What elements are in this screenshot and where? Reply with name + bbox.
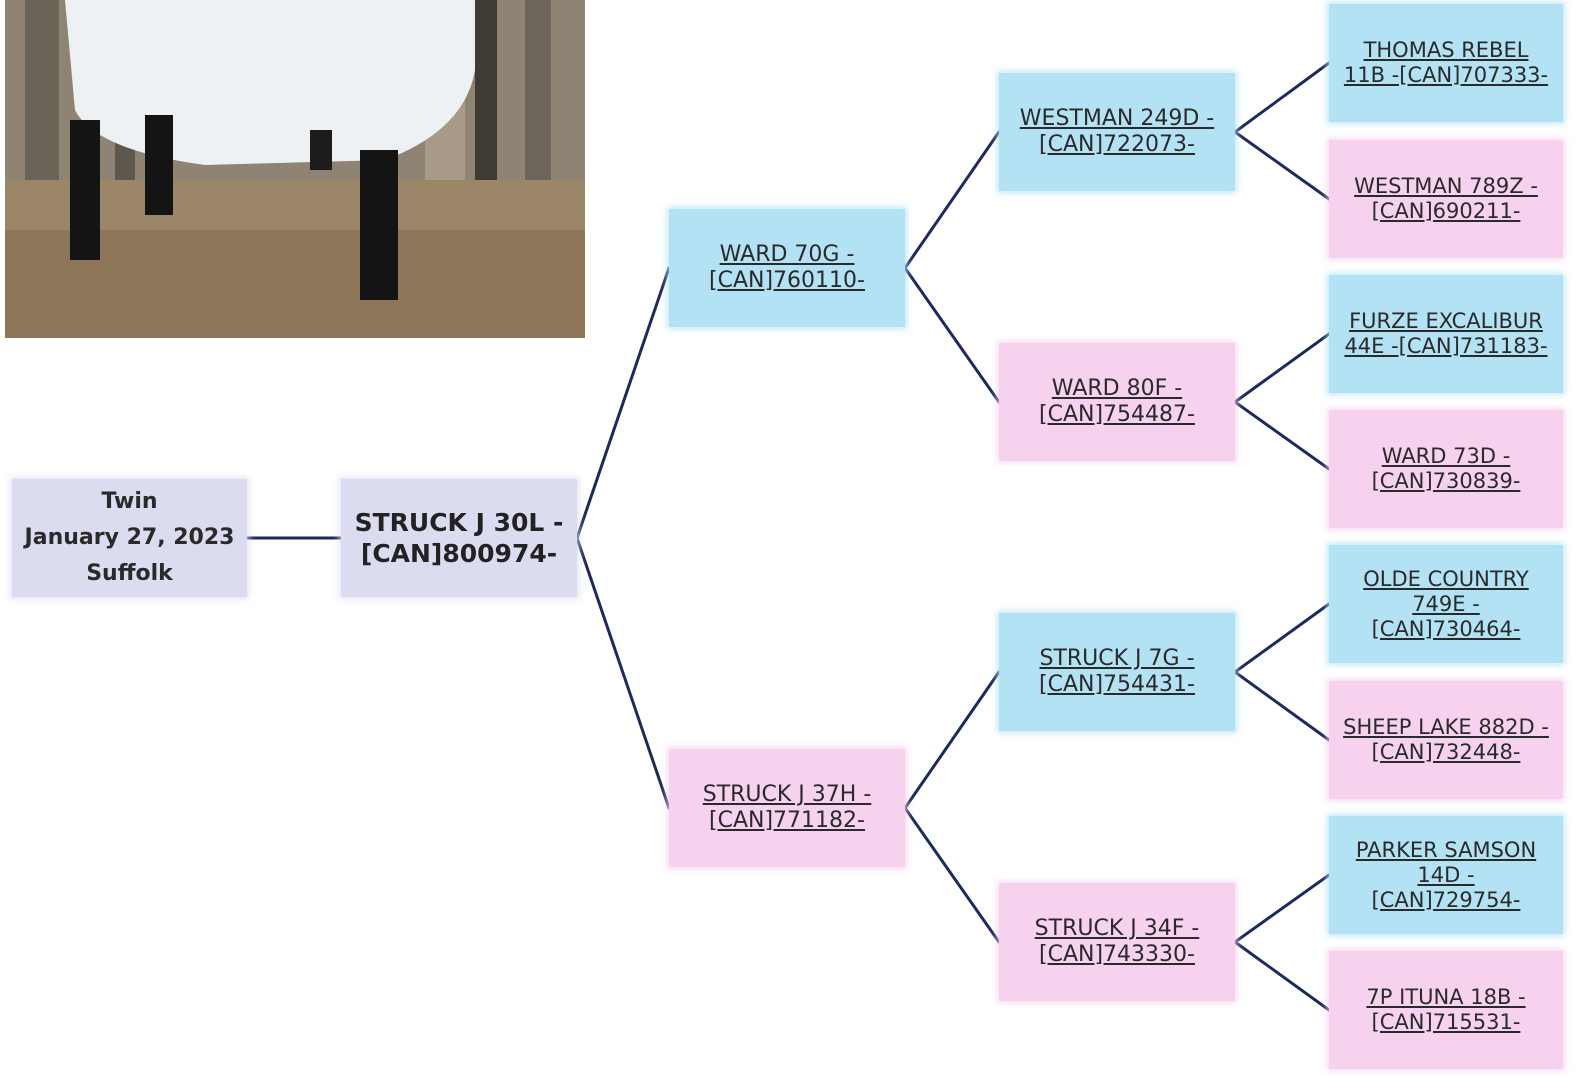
connector-ss-ssd <box>1233 130 1331 201</box>
paternal-granddam-link[interactable]: WARD 80F - [CAN]754487- <box>1039 376 1195 428</box>
maternal-grandsire-registration: [CAN]754431- <box>1039 672 1195 697</box>
connector-dd-dds <box>1233 873 1331 944</box>
great-grandparent-link[interactable]: OLDE COUNTRY 749E - [CAN]730464- <box>1363 567 1529 642</box>
subject-animal: STRUCK J 30L - [CAN]800974- <box>341 479 577 597</box>
great-grandparent-name: PARKER SAMSON <box>1355 837 1537 862</box>
great-grandparent-name: WARD 73D - <box>1381 444 1511 468</box>
connector-sd-sdd <box>1233 400 1331 471</box>
great-grandparent-name: 7P ITUNA 18B - <box>1366 985 1526 1009</box>
sire-link[interactable]: WARD 70G - [CAN]760110- <box>709 242 865 294</box>
connector-ds-dss <box>1233 602 1331 674</box>
great-grandparent-node[interactable]: WARD 73D - [CAN]730839- <box>1329 410 1563 528</box>
birth-info-box: Twin January 27, 2023 Suffolk <box>12 479 247 597</box>
great-grandparent-registration: [CAN]715531- <box>1371 1010 1521 1034</box>
great-grandparent-registration: 11B -[CAN]707333- <box>1343 63 1549 87</box>
great-grandparent-registration: [CAN]729754- <box>1371 887 1521 912</box>
connector-subject-dam <box>575 536 671 810</box>
connector-sire-sd <box>903 266 1001 404</box>
great-grandparent-registration: [CAN]732448- <box>1371 740 1521 764</box>
great-grandparent-link[interactable]: WARD 73D - [CAN]730839- <box>1372 444 1521 494</box>
great-grandparent-registration: [CAN]730464- <box>1371 616 1521 641</box>
paternal-granddam-name: WARD 80F - <box>1051 376 1183 401</box>
dam-name: STRUCK J 37H - <box>702 782 872 807</box>
connector-sd-sds <box>1233 332 1331 404</box>
great-grandparent-number: 749E - <box>1412 591 1480 616</box>
great-grandparent-link[interactable]: 7P ITUNA 18B - [CAN]715531- <box>1366 985 1525 1035</box>
paternal-grandsire-registration: [CAN]722073- <box>1039 132 1195 157</box>
great-grandparent-name: THOMAS REBEL <box>1363 38 1529 62</box>
great-grandparent-link[interactable]: FURZE EXCALIBUR 44E -[CAN]731183- <box>1344 309 1547 359</box>
great-grandparent-node[interactable]: OLDE COUNTRY 749E - [CAN]730464- <box>1329 545 1563 663</box>
animal-photo <box>5 0 585 338</box>
sire-registration: [CAN]760110- <box>709 268 865 293</box>
subject-name: STRUCK J 30L - <box>354 508 564 537</box>
birth-type: Twin <box>101 489 158 514</box>
connector-dd-ddd <box>1233 940 1331 1012</box>
connector-dam-ds <box>903 670 1001 810</box>
connector-dam-dd <box>903 806 1001 944</box>
great-grandparent-link[interactable]: PARKER SAMSON 14D - [CAN]729754- <box>1356 838 1536 913</box>
maternal-granddam-link[interactable]: STRUCK J 34F - [CAN]743330- <box>1035 916 1200 968</box>
great-grandparent-node[interactable]: FURZE EXCALIBUR 44E -[CAN]731183- <box>1329 275 1563 393</box>
maternal-granddam-node[interactable]: STRUCK J 34F - [CAN]743330- <box>999 883 1235 1001</box>
paternal-grandsire-name: WESTMAN 249D - <box>1019 106 1215 131</box>
sire-name: WARD 70G - <box>719 242 855 267</box>
connector-subject-sire <box>575 266 671 540</box>
subject-registration: [CAN]800974- <box>360 539 558 568</box>
dam-node[interactable]: STRUCK J 37H - [CAN]771182- <box>669 749 905 867</box>
connector-sire-ss <box>903 130 1001 270</box>
great-grandparent-registration: [CAN]690211- <box>1371 199 1521 223</box>
great-grandparent-node[interactable]: PARKER SAMSON 14D - [CAN]729754- <box>1329 816 1563 934</box>
great-grandparent-link[interactable]: WESTMAN 789Z - [CAN]690211- <box>1354 174 1538 224</box>
great-grandparent-node[interactable]: WESTMAN 789Z - [CAN]690211- <box>1329 140 1563 258</box>
great-grandparent-name: FURZE EXCALIBUR <box>1349 309 1543 333</box>
dam-registration: [CAN]771182- <box>709 808 865 833</box>
great-grandparent-registration: [CAN]730839- <box>1371 469 1521 493</box>
connector-ss-sss <box>1233 61 1331 134</box>
great-grandparent-node[interactable]: THOMAS REBEL 11B -[CAN]707333- <box>1329 4 1563 122</box>
great-grandparent-link[interactable]: THOMAS REBEL 11B -[CAN]707333- <box>1344 38 1548 88</box>
great-grandparent-number: 14D - <box>1417 862 1475 887</box>
great-grandparent-registration: 44E -[CAN]731183- <box>1344 334 1548 358</box>
connector-ds-dsd <box>1233 670 1331 742</box>
paternal-granddam-registration: [CAN]754487- <box>1039 402 1195 427</box>
great-grandparent-node[interactable]: SHEEP LAKE 882D - [CAN]732448- <box>1329 681 1563 799</box>
maternal-granddam-name: STRUCK J 34F - <box>1034 916 1200 941</box>
maternal-grandsire-link[interactable]: STRUCK J 7G - [CAN]754431- <box>1039 646 1195 698</box>
great-grandparent-name: SHEEP LAKE 882D - <box>1343 715 1549 739</box>
breed: Suffolk <box>86 561 173 586</box>
paternal-granddam-node[interactable]: WARD 80F - [CAN]754487- <box>999 343 1235 461</box>
great-grandparent-name: WESTMAN 789Z - <box>1354 174 1538 198</box>
maternal-granddam-registration: [CAN]743330- <box>1039 942 1195 967</box>
paternal-grandsire-link[interactable]: WESTMAN 249D - [CAN]722073- <box>1020 106 1214 158</box>
great-grandparent-name: OLDE COUNTRY <box>1363 566 1529 591</box>
great-grandparent-link[interactable]: SHEEP LAKE 882D - [CAN]732448- <box>1343 715 1549 765</box>
maternal-grandsire-name: STRUCK J 7G - <box>1039 646 1195 671</box>
paternal-grandsire-node[interactable]: WESTMAN 249D - [CAN]722073- <box>999 73 1235 191</box>
birth-date: January 27, 2023 <box>24 525 235 550</box>
sire-node[interactable]: WARD 70G - [CAN]760110- <box>669 209 905 327</box>
maternal-grandsire-node[interactable]: STRUCK J 7G - [CAN]754431- <box>999 613 1235 731</box>
great-grandparent-node[interactable]: 7P ITUNA 18B - [CAN]715531- <box>1329 951 1563 1069</box>
dam-link[interactable]: STRUCK J 37H - [CAN]771182- <box>703 782 872 834</box>
